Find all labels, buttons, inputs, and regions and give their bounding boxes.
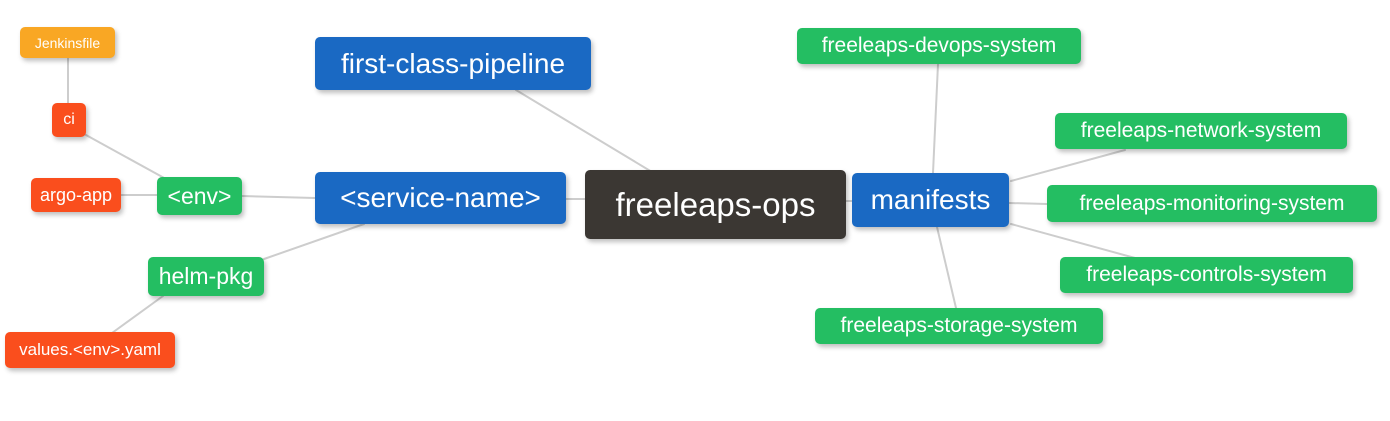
node-service-name[interactable]: <service-name> <box>315 172 566 224</box>
node-network-system[interactable]: freeleaps-network-system <box>1055 113 1347 149</box>
node-first-class-pipeline[interactable]: first-class-pipeline <box>315 37 591 90</box>
edge-ci-env <box>85 134 167 180</box>
edge-servicename-helmpkg <box>263 223 365 260</box>
edge-manifests-network <box>1010 149 1126 182</box>
edge-manifests-monitoring <box>1008 202 1048 205</box>
node-env[interactable]: <env> <box>157 177 242 215</box>
node-values-env-yaml[interactable]: values.<env>.yaml <box>5 332 175 368</box>
edge-helmpkg-values <box>111 295 164 334</box>
edge-manifests-devops <box>932 63 939 174</box>
edge-pipeline-root <box>515 89 653 173</box>
node-helm-pkg[interactable]: helm-pkg <box>148 257 264 296</box>
edge-env-servicename <box>241 195 316 199</box>
edge-manifests-controls <box>1010 223 1136 259</box>
node-ci[interactable]: ci <box>52 103 86 137</box>
node-argo-app[interactable]: argo-app <box>31 178 121 212</box>
node-controls-system[interactable]: freeleaps-controls-system <box>1060 257 1353 293</box>
node-root-freeleaps-ops[interactable]: freeleaps-ops <box>585 170 846 239</box>
node-monitoring-system[interactable]: freeleaps-monitoring-system <box>1047 185 1377 222</box>
node-devops-system[interactable]: freeleaps-devops-system <box>797 28 1081 64</box>
node-manifests[interactable]: manifests <box>852 173 1009 227</box>
edge-manifests-storage <box>936 226 957 309</box>
node-storage-system[interactable]: freeleaps-storage-system <box>815 308 1103 344</box>
node-jenkinsfile[interactable]: Jenkinsfile <box>20 27 115 58</box>
